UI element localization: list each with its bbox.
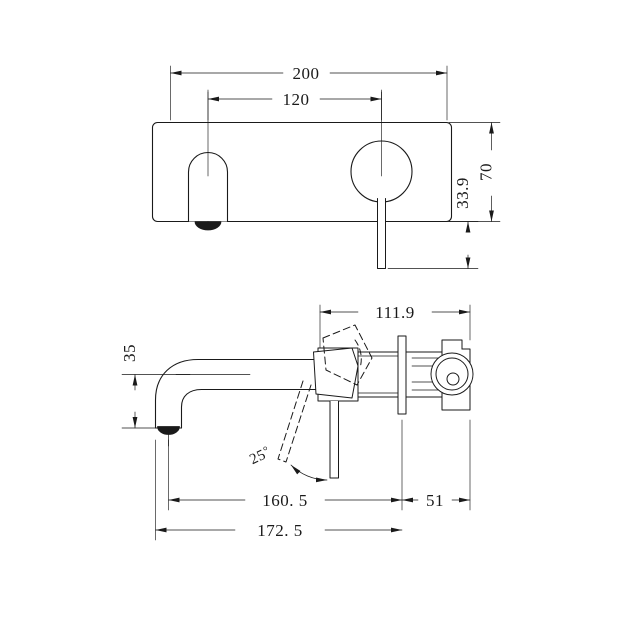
angle-arc-25: [290, 464, 328, 483]
handle-cap-dashed: [322, 324, 373, 386]
handle-lever-front: [377, 198, 386, 269]
escutcheon-flange: [397, 335, 407, 415]
curved-spout-outer: [154, 358, 319, 429]
dim-label-70: 70: [477, 163, 496, 181]
handle-lever-dashed: [277, 380, 312, 463]
dim-label-25-deg: 25°: [246, 443, 273, 468]
curved-spout-inner: [180, 388, 319, 429]
side-view-group: 25° 111.9 35 160. 5 51: [120, 303, 474, 541]
dim-label-200: 200: [293, 64, 320, 83]
mixer-body-barrel: [357, 351, 405, 398]
dim-label-160-5: 160. 5: [262, 491, 308, 510]
dim-label-33-9: 33.9: [453, 177, 472, 209]
handle-lever-down: [329, 400, 339, 479]
angle-value: 25: [247, 447, 268, 468]
dim-label-51: 51: [426, 491, 444, 510]
dim-label-120: 120: [283, 90, 310, 109]
front-view-group: 200 120 70 33.9: [151, 64, 501, 269]
handle-arc-dashed: [354, 339, 362, 369]
degree-symbol: °: [261, 443, 272, 458]
handle-cap-solid: [313, 347, 359, 399]
valve-port: [446, 372, 460, 386]
dim-label-35: 35: [120, 344, 139, 362]
dim-label-172-5: 172. 5: [257, 521, 303, 540]
dim-label-111-9: 111.9: [375, 303, 415, 322]
mounting-bracket: [441, 339, 471, 411]
